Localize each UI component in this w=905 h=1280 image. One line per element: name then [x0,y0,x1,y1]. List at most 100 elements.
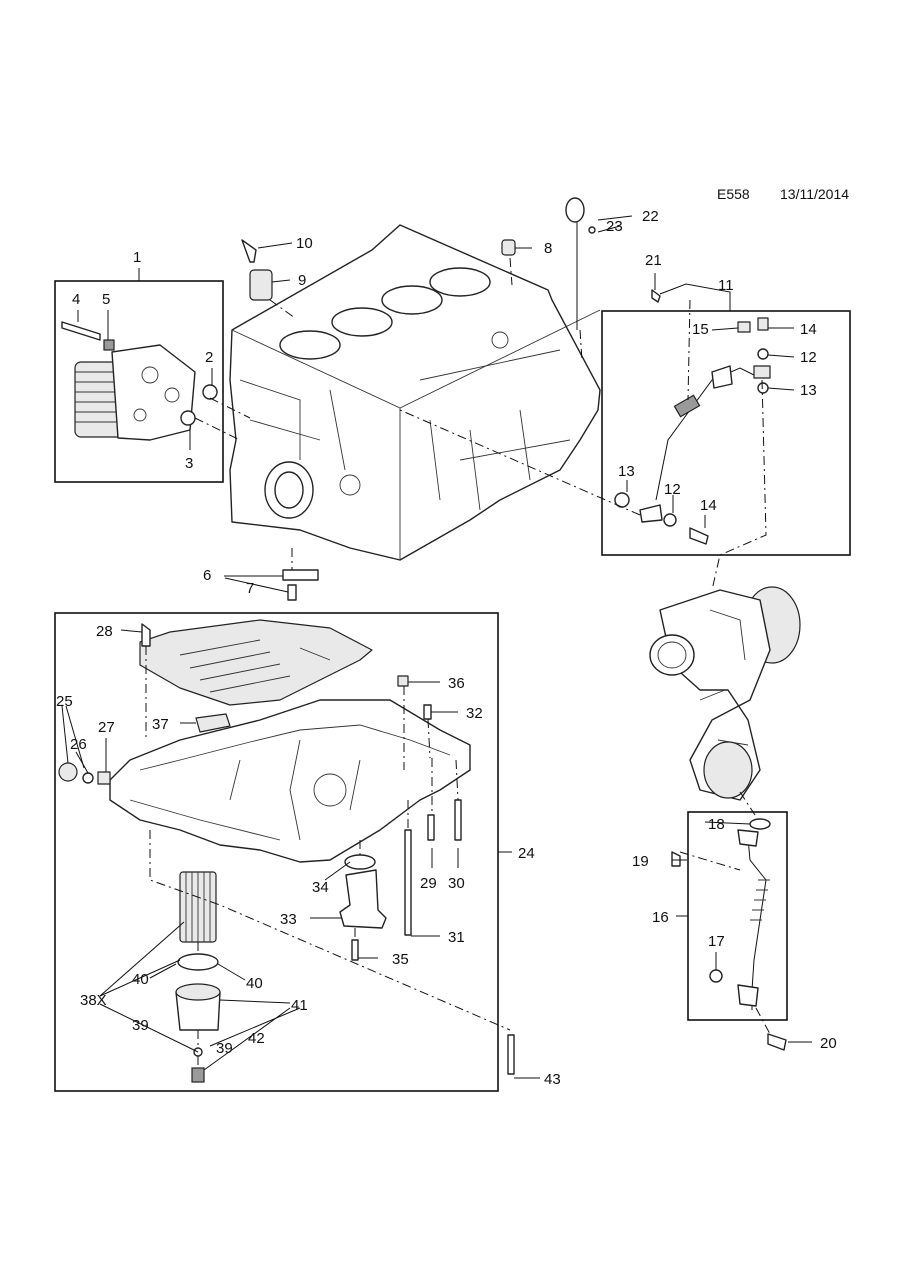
bracket-6 [282,569,319,581]
oil-feed-pipe-11 [655,367,761,501]
callout-4: 4 [72,291,80,308]
bolt-14-upper [757,317,769,331]
plug-8 [501,239,516,256]
washer-26 [82,772,94,784]
leader-lines [61,215,812,1079]
callout-21: 21 [645,252,662,269]
callout-25: 25 [56,693,73,710]
oil-return-pipe-16 [747,837,767,1010]
bolt-15 [737,321,751,333]
callout-10: 10 [296,235,313,252]
oil-cooler-assembly [74,344,196,441]
pipe-corrugation [750,879,770,921]
bolt-29 [427,814,435,841]
bolt-10 [241,239,257,263]
callout-29: 29 [420,875,437,892]
callout-39-right: 39 [216,1040,233,1057]
turbocharger [649,586,801,801]
callout-12-upper: 12 [800,349,817,366]
callout-12-lower: 12 [664,481,681,498]
callout-6: 6 [203,567,211,584]
bolt-7 [287,584,297,601]
callout-24: 24 [518,845,535,862]
assembly-lines [145,257,771,1068]
bolt-20 [767,1033,787,1051]
callout-2: 2 [205,349,213,366]
banjo-fitting-upper [711,365,733,389]
diagram-date: 13/11/2014 [780,186,849,202]
callout-41: 41 [291,997,308,1014]
callout-13-upper: 13 [800,382,817,399]
callout-30: 30 [448,875,465,892]
group-box-turbo-oil-return [687,811,788,1021]
callout-9: 9 [298,272,306,289]
o-ring-17 [709,969,723,983]
callout-33: 33 [280,911,297,928]
callout-40-left: 40 [132,971,149,988]
callout-40-right: 40 [246,975,263,992]
cylinder-bore-2 [331,307,393,337]
callout-32: 32 [466,705,483,722]
bolt-30 [454,799,462,841]
oil-pan [109,699,471,863]
banjo-fitting-lower [639,504,663,523]
nut-36 [397,675,409,687]
cylinder-bore-3 [381,285,443,315]
bolt-4 [61,321,101,341]
flange-lower [737,984,759,1007]
screw-5 [103,339,115,351]
callout-19: 19 [632,853,649,870]
callout-35: 35 [392,951,409,968]
callout-16: 16 [652,909,669,926]
plug-27 [97,771,111,785]
callout-18: 18 [708,816,725,833]
washer-12-lower [663,513,677,527]
callout-37: 37 [152,716,169,733]
bolt-43 [507,1034,515,1075]
callout-43: 43 [544,1071,561,1088]
callout-3: 3 [185,455,193,472]
dowel-32 [423,704,432,720]
callout-28: 28 [96,623,113,640]
callout-26: 26 [70,736,87,753]
seal-ring-2 [202,384,218,400]
flange-upper [737,829,759,847]
callout-1: 1 [133,249,141,266]
callout-13-lower: 13 [618,463,635,480]
washer-12-upper [757,348,769,360]
oil-pan-ribs [129,724,451,841]
o-ring-40 [177,953,219,971]
callout-15: 15 [692,321,709,338]
callout-20: 20 [820,1035,837,1052]
diagram-code: E558 [717,186,750,202]
callout-23: 23 [606,218,623,235]
washer-13-upper [757,382,769,394]
callout-8: 8 [544,240,552,257]
o-ring-23 [588,226,596,234]
oil-pump-pickup-33 [339,869,387,929]
callout-27: 27 [98,719,115,736]
callout-39-left: 39 [132,1017,149,1034]
callout-22: 22 [642,208,659,225]
bolt-14-lower [689,527,709,545]
callout-5: 5 [102,291,110,308]
baffle-plate [139,619,373,706]
callout-36: 36 [448,675,465,692]
callout-42: 42 [248,1030,265,1047]
cylinder-bore-1 [279,330,341,360]
fitting-upper [753,365,771,379]
drain-plug-25 [58,762,78,782]
pipe-sleeve [673,394,701,418]
bolt-31 [404,829,412,936]
callout-34: 34 [312,879,329,896]
cylinder-bore-4 [429,267,491,297]
baffle-ribs [179,639,331,693]
bolt-28 [141,623,151,647]
callout-31: 31 [448,929,465,946]
callout-11: 11 [718,277,734,294]
sensor-9 [249,269,273,301]
seal-ring-3 [180,410,196,426]
callout-labels: 1 2 3 4 5 6 7 8 9 10 11 12 12 13 13 14 1… [56,208,837,1088]
callout-7: 7 [246,580,254,597]
